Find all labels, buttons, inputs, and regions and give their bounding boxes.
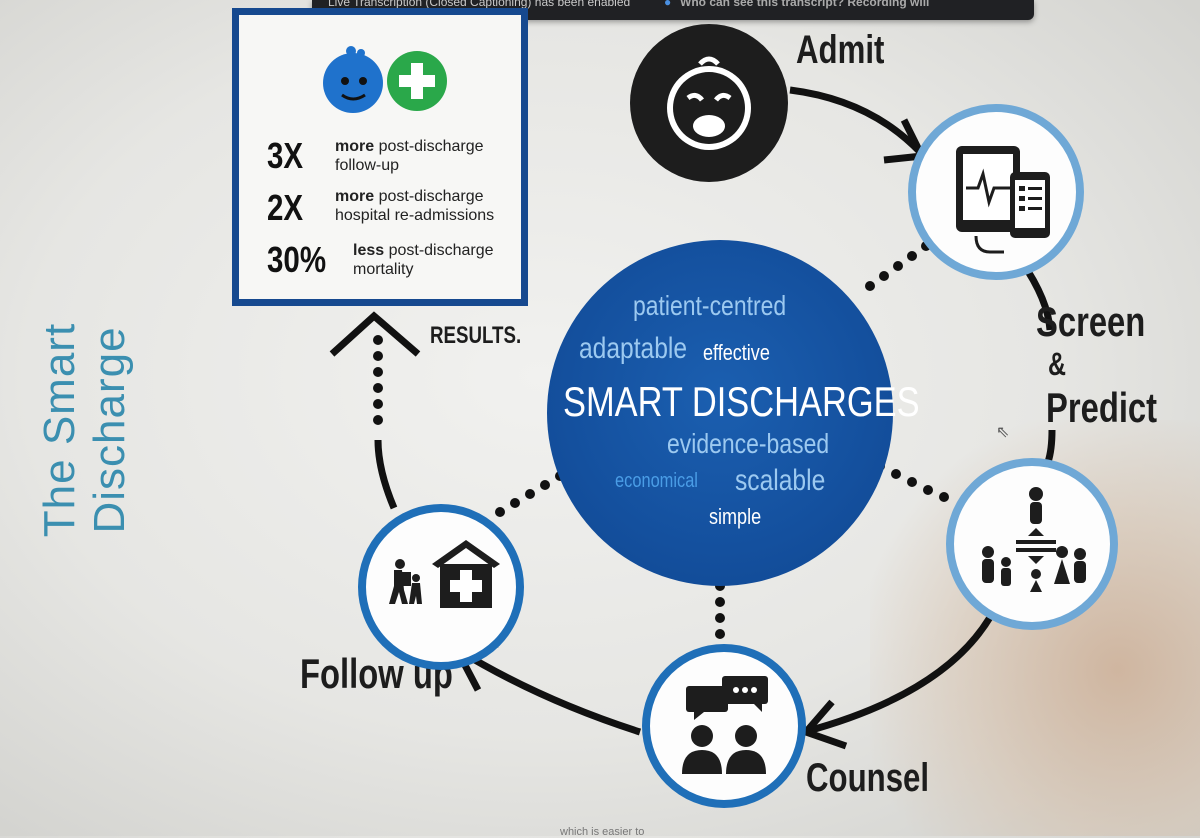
tablet-phone-icon: [956, 146, 1050, 254]
stat-text: less post-discharge mortality: [353, 241, 494, 279]
predict-label: Predict: [1046, 384, 1158, 431]
predict-node: [946, 458, 1118, 630]
word-scalable: scalable: [735, 464, 826, 497]
arrowhead-results: [329, 311, 421, 357]
stat-line2: follow-up: [335, 157, 400, 174]
word-effective: effective: [703, 340, 770, 365]
center-title: SMART DISCHARGES: [563, 378, 920, 425]
counsel-node: [642, 644, 806, 808]
stat-line1: post-discharge: [374, 188, 484, 205]
stat-line2: hospital re-admissions: [335, 207, 495, 224]
follow-up-node: [358, 504, 524, 670]
arc-admit-to-screen: [789, 86, 923, 155]
caption-status-text: Live Transcription (Closed Captioning) h…: [328, 0, 631, 9]
screen-node: [908, 104, 1084, 280]
arrowhead-counsel: [799, 699, 848, 750]
word-adaptable: adaptable: [579, 332, 688, 365]
stat-emphasis: more: [335, 138, 375, 155]
results-label: RESULTS.: [430, 322, 522, 349]
family-triage-icon: [982, 487, 1086, 592]
stat-number: 2X: [267, 187, 304, 228]
stat-text: more post-discharge hospital re-admissio…: [335, 187, 494, 225]
stat-line1: post-discharge: [384, 242, 494, 259]
stat-line1: post-discharge: [374, 138, 484, 155]
smart-discharges-center: patient-centred adaptable effective SMAR…: [547, 240, 920, 586]
word-evidence-based: evidence-based: [667, 428, 830, 459]
stat-emphasis: more: [335, 188, 375, 205]
arc-predict-down: [1044, 429, 1056, 464]
results-box: 3X more post-discharge follow-up 2X more…: [232, 8, 528, 306]
admit-node: [630, 24, 788, 182]
stat-emphasis: less: [353, 242, 385, 259]
word-patient-centred: patient-centred: [633, 290, 787, 321]
admit-label: Admit: [796, 28, 885, 72]
counsel-chat-icon: [682, 676, 768, 774]
crying-baby-icon: [667, 56, 751, 150]
mouse-cursor-icon: ⇖: [996, 424, 1010, 441]
arc-predict-to-counsel: [803, 596, 1004, 736]
stat-number: 3X: [267, 135, 304, 176]
stat-number: 30%: [267, 239, 327, 280]
word-simple: simple: [709, 504, 762, 529]
stat-line2: mortality: [353, 261, 414, 278]
screen-label: Screen: [1036, 298, 1146, 345]
home-clinic-icon: [389, 540, 500, 608]
word-economical: economical: [615, 470, 698, 492]
bottom-caption-fragment: which is easier to: [560, 826, 645, 838]
arc-followup-to-results: [374, 439, 398, 510]
arc-counsel-to-followup: [456, 647, 642, 736]
stat-text: more post-discharge follow-up: [335, 137, 484, 175]
people-icon: ●: [664, 0, 672, 9]
counsel-label: Counsel: [806, 756, 930, 800]
transcript-visibility-link[interactable]: Who can see this transcript? Recording w…: [680, 0, 930, 9]
baby-plus-icon: [323, 46, 447, 113]
ampersand-label: &: [1048, 346, 1067, 382]
